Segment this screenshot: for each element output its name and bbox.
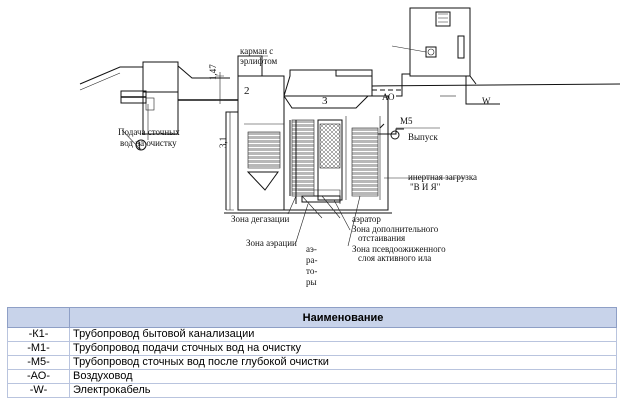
label-w: W: [482, 96, 491, 106]
label-aerators-2: ра-: [306, 255, 318, 265]
label-sludge-2: слоя активного ила: [358, 253, 431, 263]
table-row: -W- Электрокабель: [7, 383, 617, 398]
table-row: -М5- Трубопровод сточных вод после глубо…: [7, 355, 617, 370]
legend-name: Трубопровод подачи сточных вод на очистк…: [69, 341, 617, 356]
legend-code: -М5-: [7, 355, 70, 370]
label-aerators-3: то-: [306, 266, 317, 276]
treatment-plant-diagram: 1 2 3 1,47 3,1 Подача сточных вод на очи…: [79, 7, 621, 287]
level-upper: 1,47: [208, 64, 218, 80]
label-m5: М5: [400, 116, 413, 126]
dimension-marks: [216, 72, 234, 211]
label-settling-2: отстаивания: [358, 233, 405, 243]
legend-code: -АО-: [7, 369, 70, 384]
legend-code: -М1-: [7, 341, 70, 356]
label-inlet-1: Подача сточных: [118, 127, 180, 137]
legend-header-row: Наименование: [7, 307, 617, 328]
level-depth: 3,1: [218, 137, 228, 148]
air-duct: [372, 73, 410, 97]
legend-name: Трубопровод сточных вод после глубокой о…: [69, 355, 617, 370]
label-aeration: Зона аэрации: [246, 238, 297, 248]
label-inlet-2: вод на очистку: [120, 138, 177, 148]
legend-code: -W-: [7, 383, 70, 398]
label-ao: АО: [382, 92, 395, 102]
table-row: -К1- Трубопровод бытовой канализации: [7, 327, 617, 342]
legend-name: Трубопровод бытовой канализации: [69, 327, 617, 342]
callout-3: 3: [322, 95, 328, 107]
callout-1: 1: [137, 141, 142, 152]
label-sludge-1: Зона псевдоожиженного: [352, 244, 446, 254]
legend-name: Электрокабель: [69, 383, 617, 398]
label-settling-1: Зона дополнительного: [352, 224, 439, 234]
station-body: [224, 55, 404, 214]
label-pocket-2: эрлифтом: [240, 56, 278, 66]
table-row: -АО- Воздуховод: [7, 369, 617, 384]
leader-lines: [121, 55, 466, 247]
table-row: -М1- Трубопровод подачи сточных вод на о…: [7, 341, 617, 356]
label-aerators-1: аэ-: [306, 244, 317, 254]
label-pocket-1: карман с: [240, 46, 273, 56]
legend-name: Воздуховод: [69, 369, 617, 384]
label-load-2: "В И Я": [410, 182, 441, 192]
legend-table: Наименование -К1- Трубопровод бытовой ка…: [7, 307, 617, 398]
legend-code-header: [7, 307, 70, 328]
legend-code: -К1-: [7, 327, 70, 342]
label-degas: Зона дегазации: [231, 214, 290, 224]
label-aerators-4: ры: [306, 277, 317, 287]
label-outlet: Выпуск: [408, 132, 438, 142]
label-load-1: инертная загрузка: [408, 172, 477, 182]
label-aerator: аэратор: [352, 214, 381, 224]
ground-line: [79, 64, 621, 93]
control-cabinet: [391, 7, 500, 105]
legend-name-header: Наименование: [69, 307, 617, 328]
callout-2: 2: [244, 85, 250, 97]
